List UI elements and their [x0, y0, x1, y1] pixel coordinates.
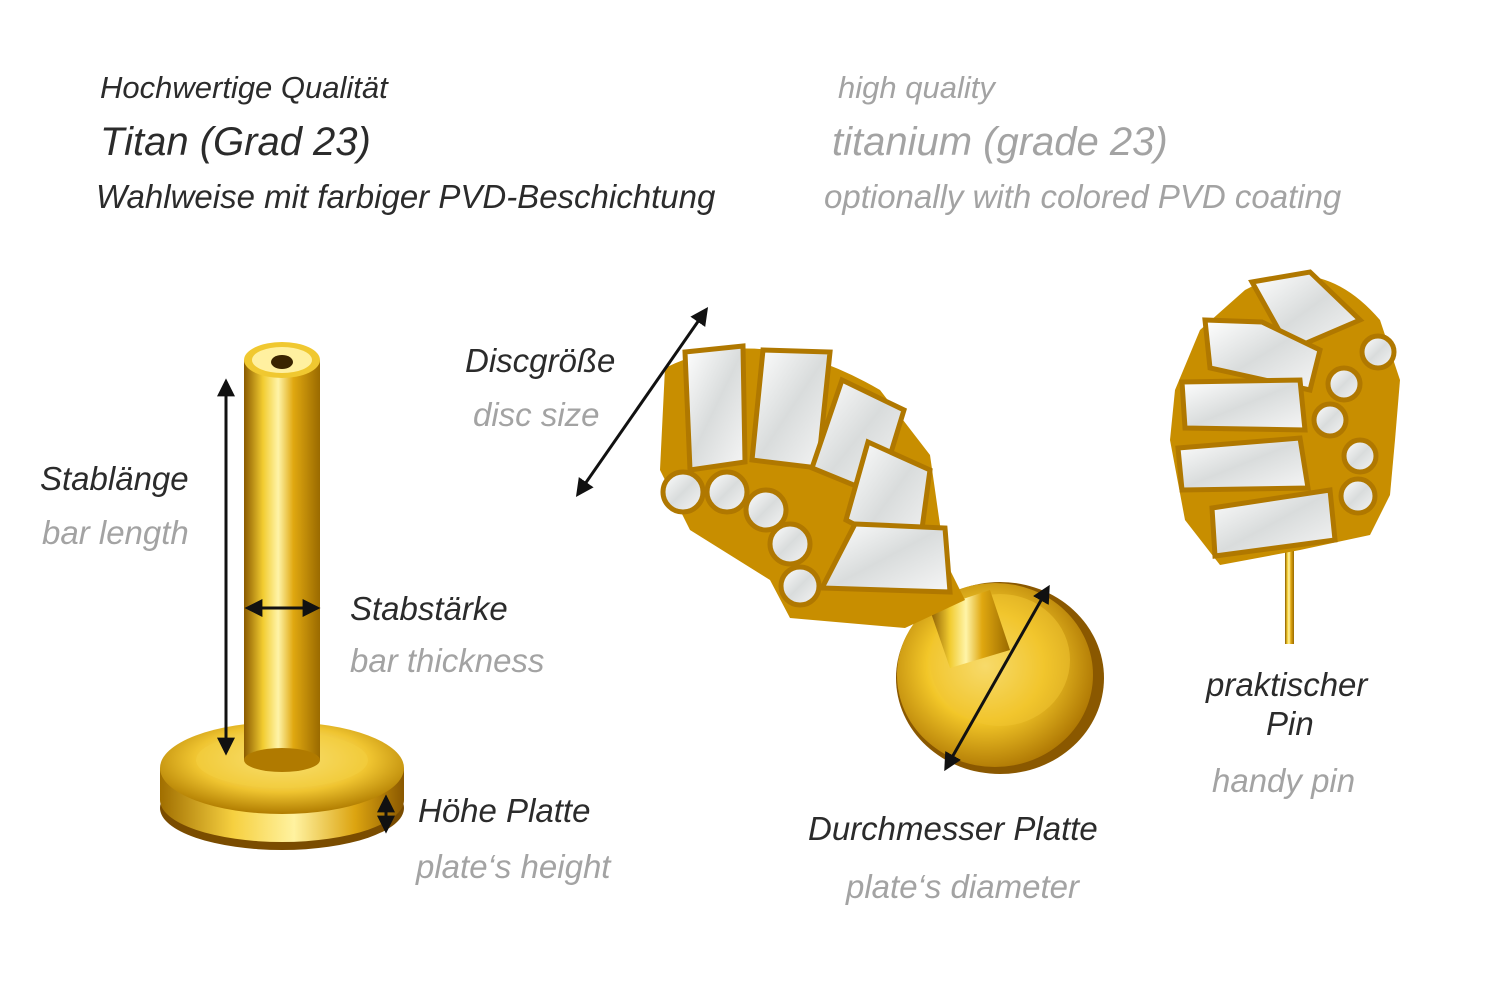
- plate-height-en: plate‘s height: [416, 848, 611, 885]
- top-with-pin: [1170, 269, 1400, 644]
- material-en: titanium (grade 23): [832, 120, 1168, 164]
- disc-size-arrow: [575, 307, 709, 497]
- pin-de-line1: praktischer: [1206, 666, 1368, 703]
- bar-length-en: bar length: [42, 514, 189, 551]
- plate-diameter-de: Durchmesser Platte: [808, 810, 1098, 847]
- bar-thickness-de: Stabstärke: [350, 590, 508, 627]
- coating-en: optionally with colored PVD coating: [824, 178, 1342, 215]
- labret-base: [160, 342, 404, 850]
- disc-size-en: disc size: [473, 396, 600, 433]
- jewel-assembly: [660, 343, 1104, 774]
- pin-de-line2: Pin: [1266, 705, 1314, 742]
- plate-diameter-en: plate‘s diameter: [846, 868, 1079, 905]
- plate-height-de: Höhe Platte: [418, 792, 591, 829]
- coating-de: Wahlweise mit farbiger PVD-Beschichtung: [96, 178, 716, 215]
- disc-size-de: Discgröße: [465, 342, 616, 379]
- plate-diameter-arrow: [944, 584, 1050, 772]
- quality-en: high quality: [838, 70, 995, 105]
- quality-de: Hochwertige Qualität: [100, 70, 388, 105]
- bar-thickness-en: bar thickness: [350, 642, 545, 679]
- material-de: Titan (Grad 23): [100, 120, 371, 164]
- pin-en: handy pin: [1212, 762, 1356, 799]
- bar-length-de: Stablänge: [40, 460, 189, 497]
